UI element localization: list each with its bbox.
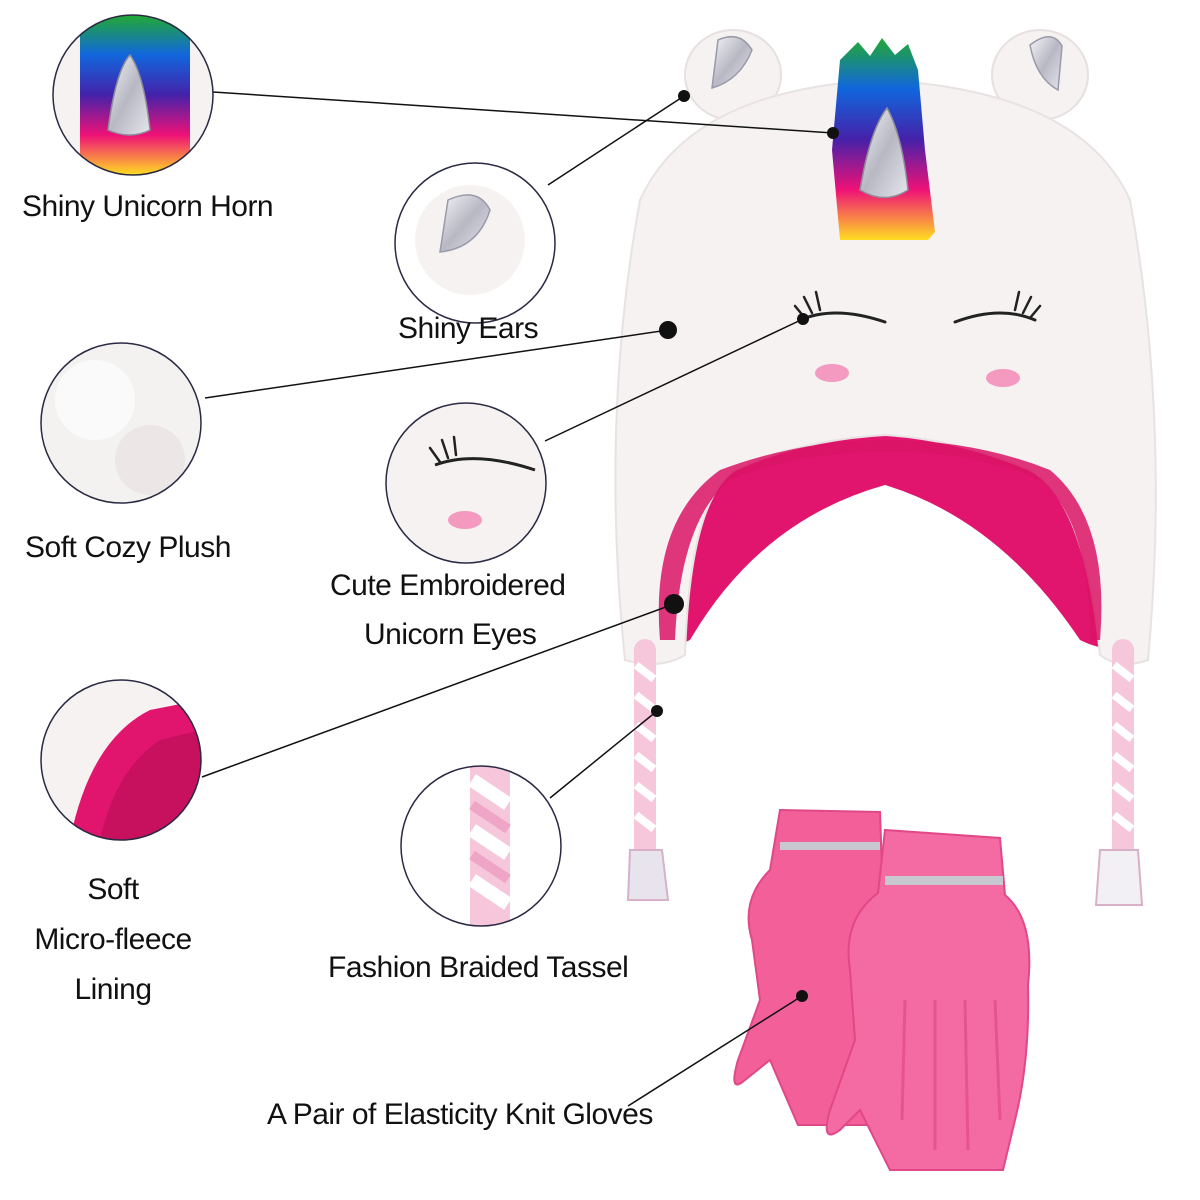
label-shiny-ears: Shiny Ears xyxy=(398,312,539,345)
knit-gloves xyxy=(733,808,1031,1171)
callout-dots xyxy=(651,90,839,1002)
callout-lining-detail xyxy=(40,679,202,841)
callout-tassel-detail xyxy=(400,765,562,927)
hat-right-ear xyxy=(991,29,1089,121)
hat-horn xyxy=(859,106,909,199)
hat-left-ear xyxy=(684,29,782,121)
callout-lines xyxy=(201,91,834,1107)
hat-left-tassel xyxy=(626,639,670,901)
label-lining-line3: Lining xyxy=(74,973,152,1006)
front-glove xyxy=(825,828,1031,1171)
label-soft-cozy-plush: Soft Cozy Plush xyxy=(25,531,231,564)
hat-lining xyxy=(630,430,1140,649)
callout-horn-detail xyxy=(52,14,214,176)
label-fashion-braided-tassel: Fashion Braided Tassel xyxy=(328,951,629,984)
label-knit-gloves: A Pair of Elasticity Knit Gloves xyxy=(267,1098,653,1131)
callout-eyes-detail xyxy=(385,402,547,564)
label-eyes-line2: Unicorn Eyes xyxy=(364,618,537,651)
unicorn-hat xyxy=(614,29,1157,906)
label-lining-line1: Soft xyxy=(87,873,139,906)
label-shiny-unicorn-horn: Shiny Unicorn Horn xyxy=(22,190,274,223)
callout-plush-detail xyxy=(40,342,202,504)
hat-right-tassel xyxy=(1094,639,1144,906)
label-eyes-line1: Cute Embroidered xyxy=(330,569,566,602)
callout-ears-detail xyxy=(394,162,556,324)
label-lining-line2: Micro-fleece xyxy=(34,923,192,956)
